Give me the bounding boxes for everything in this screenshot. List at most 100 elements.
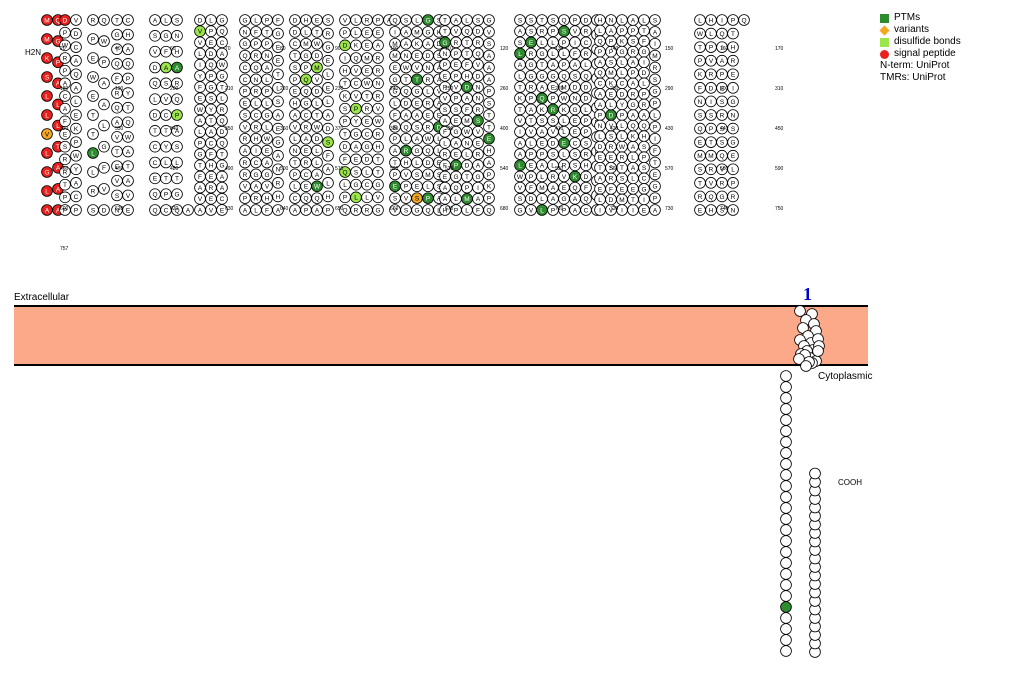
residue-circle[interactable] (272, 163, 284, 176)
residue-283[interactable]: R (300, 156, 312, 169)
residue-circle[interactable] (87, 90, 99, 102)
residue-circle[interactable] (372, 26, 384, 39)
residue-364[interactable]: E (361, 64, 373, 77)
residue-149[interactable]: E (194, 92, 206, 105)
residue-11[interactable]: A (41, 204, 53, 216)
residue-868[interactable]: E (727, 149, 739, 162)
residue-840[interactable]: P (705, 122, 717, 135)
residue-828[interactable]: E (694, 136, 706, 148)
residue-264[interactable]: C (289, 37, 301, 50)
residue-735[interactable]: D (605, 109, 617, 121)
residue-817[interactable]: A (649, 26, 661, 38)
residue-720[interactable]: E (594, 151, 606, 164)
residue-604[interactable]: R (536, 25, 548, 37)
residue-800[interactable]: I (638, 193, 650, 206)
residue-284[interactable]: E (300, 144, 312, 157)
residue-144[interactable]: V (194, 36, 206, 49)
residue-circle[interactable] (171, 61, 183, 74)
residue-66[interactable]: F (98, 161, 110, 174)
residue-806[interactable]: T (649, 156, 661, 169)
residue-circle[interactable] (122, 14, 134, 26)
residue-circle[interactable] (41, 90, 53, 102)
residue-527[interactable]: D (461, 159, 473, 172)
residue-479[interactable]: T (439, 25, 451, 37)
residue-157[interactable]: A (194, 181, 206, 194)
residue-350[interactable]: G (350, 128, 362, 140)
tm-residue-686[interactable] (794, 305, 806, 317)
residue-171[interactable]: G (205, 81, 217, 93)
residue-129[interactable]: N (171, 30, 183, 42)
residue-circle[interactable] (780, 524, 792, 536)
residue-627[interactable]: D (547, 137, 559, 149)
residue-739[interactable]: M (605, 66, 617, 79)
residue-389[interactable]: A (372, 39, 384, 52)
residue-742[interactable]: P (605, 35, 617, 47)
residue-578[interactable]: A (514, 137, 526, 149)
residue-576[interactable]: V (514, 114, 526, 127)
residue-733[interactable]: S (605, 130, 617, 142)
residue-circle[interactable] (98, 204, 110, 216)
residue-486[interactable]: S (439, 103, 451, 116)
residue-circle[interactable] (780, 645, 792, 657)
residue-498[interactable]: Q (450, 181, 462, 194)
residue-385[interactable]: R (372, 90, 384, 102)
residue-67[interactable]: G (98, 140, 110, 153)
residue-126[interactable]: G (160, 30, 172, 42)
residue-185[interactable]: L (216, 92, 228, 105)
residue-circle[interactable] (272, 177, 284, 189)
residue-452[interactable]: E (422, 109, 434, 121)
residue-circle[interactable] (483, 109, 495, 121)
residue-28[interactable]: C (59, 90, 71, 102)
residue-315[interactable]: L (322, 177, 334, 189)
residue-776[interactable]: A (627, 77, 639, 90)
residue-634[interactable]: A (547, 58, 559, 71)
residue-853[interactable]: P (716, 68, 728, 81)
residue-860[interactable]: V (716, 163, 728, 176)
residue-731[interactable]: E (605, 151, 617, 164)
residue-747[interactable]: K (616, 35, 628, 47)
residue-40[interactable]: A (70, 177, 82, 189)
residue-182[interactable]: W (216, 58, 228, 71)
residue-65[interactable]: V (98, 183, 110, 195)
residue-729[interactable]: R (605, 172, 617, 185)
residue-583[interactable]: S (514, 193, 526, 205)
residue-circle[interactable] (649, 85, 661, 98)
residue-669[interactable]: S (569, 70, 581, 82)
residue-8[interactable]: L (41, 147, 53, 159)
residue-774[interactable]: G (627, 98, 639, 111)
residue-572[interactable]: L (514, 70, 526, 82)
residue-38[interactable]: P (70, 204, 82, 216)
residue-721[interactable]: T (594, 161, 606, 174)
residue-317[interactable]: F (322, 149, 334, 162)
residue-127[interactable]: L (160, 14, 172, 26)
residue-657[interactable]: A (569, 204, 581, 216)
residue-196[interactable]: G (239, 14, 251, 26)
residue-288[interactable]: G (300, 97, 312, 109)
residue-678[interactable]: R (580, 47, 592, 60)
residue-799[interactable]: G (638, 183, 650, 195)
residue-circle[interactable] (272, 190, 284, 203)
residue-803[interactable]: P (649, 192, 661, 204)
residue-25[interactable]: R (59, 52, 71, 64)
residue-591[interactable]: L (525, 137, 537, 149)
cyto-residue-726[interactable] (780, 557, 792, 569)
residue-458[interactable]: A (422, 37, 434, 50)
residue-781[interactable]: P (627, 24, 639, 37)
residue-circle[interactable] (70, 95, 82, 108)
residue-439[interactable]: L (411, 156, 423, 169)
residue-99[interactable]: A (122, 43, 134, 56)
residue-291[interactable]: P (300, 61, 312, 74)
residue-530[interactable]: M (461, 193, 473, 205)
residue-139[interactable]: G (171, 188, 183, 200)
residue-57[interactable]: E (87, 90, 99, 102)
residue-circle[interactable] (59, 90, 71, 102)
residue-100[interactable]: H (122, 28, 134, 41)
residue-circle[interactable] (98, 119, 110, 132)
residue-circle[interactable] (59, 39, 71, 52)
residue-91[interactable]: T (122, 160, 134, 172)
residue-515[interactable]: Q (461, 25, 473, 37)
residue-357[interactable]: K (350, 39, 362, 52)
residue-816[interactable]: I (649, 37, 661, 50)
residue-338[interactable]: D (339, 140, 351, 153)
residue-circle[interactable] (122, 101, 134, 114)
